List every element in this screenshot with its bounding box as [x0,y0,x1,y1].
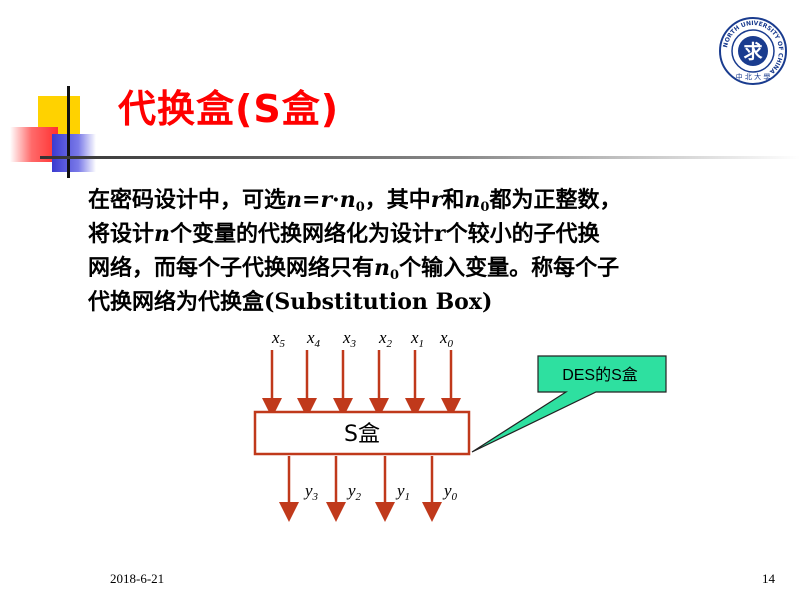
input-label-x5: x5 [271,328,286,350]
input-label-x0: x0 [439,328,454,350]
input-arrows [262,350,461,418]
paragraph-line-3: 网络，而每个子代换网络只有n0个输入变量。称每个子 [88,255,620,283]
input-label-x4: x4 [306,328,321,350]
output-label-y3: y3 [303,481,319,503]
callout-text: DES的S盒 [562,366,638,384]
paragraph-line-2: 将设计n个变量的代换网络化为设计r个较小的子代换 [88,221,600,247]
sbox-label: S盒 [344,422,380,447]
body-paragraph: 在密码设计中，可选n=r·n0，其中r和n0都为正整数， 将设计n个变量的代换网… [88,183,748,319]
output-arrows [279,456,442,522]
slide-title: 代换盒(S盒) [118,87,340,131]
input-label-x1: x1 [410,328,424,350]
callout-shape [471,355,667,453]
output-label-y1: y1 [395,481,410,503]
slide-date: 2018-6-21 [110,571,165,586]
input-label-x2: x2 [378,328,393,350]
paragraph-line-1: 在密码设计中，可选n=r·n0，其中r和n0都为正整数， [88,187,622,215]
paragraph-line-4: 代换网络为代换盒(Substitution Box) [88,289,493,315]
page-number: 14 [762,571,775,586]
output-label-y0: y0 [442,481,458,503]
title-underline [40,156,800,159]
sbox-rect [253,410,471,456]
output-label-y2: y2 [346,481,362,503]
logo-bottom-text: 中 北 大 學 [736,72,771,81]
logo-center-glyph: 求 [743,40,763,63]
deco-vertical-line [67,86,70,178]
input-label-x3: x3 [342,328,357,350]
deco-blue-square [52,134,96,172]
university-logo: NORTH UNIVERSITY OF CHINA 求 中 北 大 學 [719,17,787,85]
